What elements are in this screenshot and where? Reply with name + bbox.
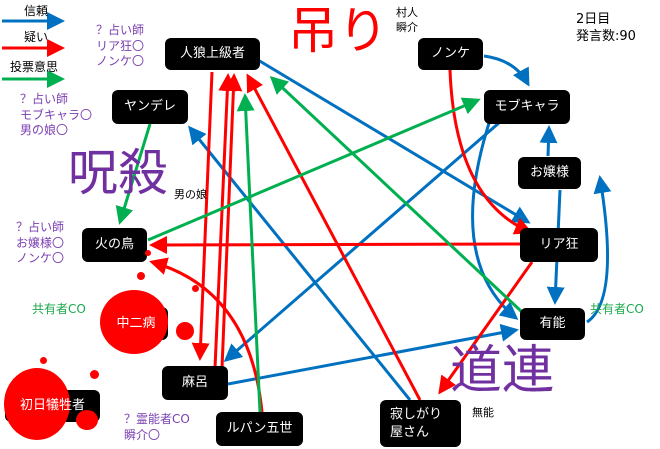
- node-riakyo[interactable]: リア狂: [520, 228, 598, 262]
- edge-trust: [483, 54, 530, 87]
- node-shonichi[interactable]: 初日犠牲者: [19, 398, 85, 414]
- edge-trust: [227, 323, 519, 386]
- edge-vote: [147, 97, 481, 242]
- node-lupin[interactable]: ルパン五世: [216, 412, 303, 446]
- drag-stamp: 道連: [450, 341, 555, 401]
- edge-trust: [223, 120, 501, 362]
- node-maro[interactable]: 麻呂: [162, 366, 228, 400]
- node-yuno[interactable]: 有能: [520, 308, 585, 340]
- edge-doubt: [220, 73, 243, 369]
- hang-note-name: 瞬介: [396, 21, 418, 34]
- edge-doubt: [213, 73, 237, 369]
- node-chuni[interactable]: 中二病: [116, 315, 156, 331]
- legend-vote-label: 投票意思: [10, 60, 59, 74]
- curse-note: 男の娘: [174, 188, 207, 201]
- edge-trust: [539, 125, 558, 157]
- note-chuni: 共有者CO: [32, 302, 86, 316]
- edge-trust: [471, 119, 519, 320]
- node-yandere[interactable]: ヤンデレ: [112, 90, 188, 124]
- edge-trust: [188, 125, 412, 401]
- note-maro: ？霊能者CO 瞬介〇: [124, 412, 190, 442]
- hang-stamp: 吊り: [288, 2, 388, 60]
- node-hinotori[interactable]: 火の鳥: [82, 228, 147, 262]
- legend-doubt-label: 疑い: [24, 30, 49, 44]
- edge-vote: [269, 75, 524, 314]
- curse-stamp: 呪殺: [68, 144, 168, 202]
- hang-note-villager: 村人: [396, 6, 418, 19]
- edge-trust: [586, 175, 612, 324]
- node-mob[interactable]: モブキャラ: [484, 90, 570, 124]
- day-label: 2日目: [576, 12, 611, 27]
- edge-doubt: [246, 73, 422, 401]
- note-yandere: ？占い師 モブキャラ〇 男の娘〇: [20, 92, 93, 138]
- node-ojou[interactable]: お嬢様: [518, 157, 581, 189]
- note-hinotori: ？占い師 お嬢様〇 ノンケ〇: [16, 220, 65, 266]
- legend-trust-label: 信頼: [24, 4, 49, 18]
- node-sabishi[interactable]: 寂しがり屋さん: [380, 400, 461, 447]
- node-jinro[interactable]: 人狼上級者: [165, 38, 260, 70]
- edge-doubt: [448, 69, 533, 235]
- node-nonke[interactable]: ノンケ: [418, 38, 483, 70]
- drag-note: 無能: [472, 406, 494, 419]
- speech-count: 発言数:90: [576, 29, 636, 44]
- note-jinro: ？占い師 リア狂〇 ノンケ〇: [96, 23, 145, 69]
- edge-vote: [115, 123, 152, 225]
- edge-doubt: [438, 261, 534, 395]
- edge-vote: [236, 93, 262, 413]
- note-yuno: 共有者CO: [590, 302, 644, 316]
